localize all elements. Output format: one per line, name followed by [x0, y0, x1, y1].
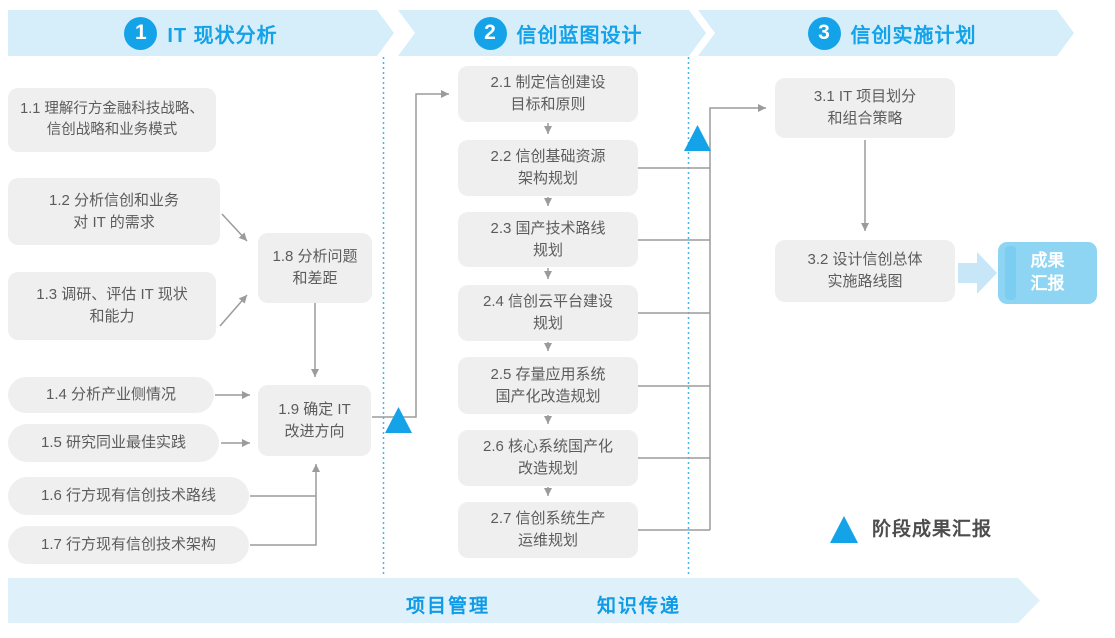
task-box-1-5: 1.5 研究同业最佳实践: [8, 424, 219, 462]
task-box-1-9: 1.9 确定 IT 改进方向: [258, 385, 371, 456]
task-box-1-4: 1.4 分析产业侧情况: [8, 377, 214, 413]
task-box-1-8: 1.8 分析问题 和差距: [258, 233, 372, 303]
arrow-collector-to-3-1: [709, 104, 766, 530]
arrow-1-2-to-1-8: [221, 213, 248, 242]
legend-label: 阶段成果汇报: [872, 519, 993, 540]
phase-number: 3: [818, 21, 830, 44]
milestone-triangle-icon: [830, 516, 858, 543]
legend: 阶段成果汇报: [830, 514, 992, 543]
phase-title-1: IT 现状分析: [167, 24, 278, 47]
task-box-2-2: 2.2 信创基础资源 架构规划: [458, 140, 638, 196]
bottom-label-project-management: 项目管理: [406, 596, 491, 617]
result-report-box: 成果 汇报: [998, 242, 1097, 304]
result-arrow-icon: [958, 252, 997, 294]
phase-band-1: 1 IT 现状分析: [8, 10, 394, 56]
task-box-1-6: 1.6 行方现有信创技术路线: [8, 477, 249, 515]
bottom-band: [8, 578, 1040, 623]
milestone-triangle-phase1: [385, 407, 412, 433]
task-box-3-2: 3.2 设计信创总体 实施路线图: [775, 240, 955, 302]
phase-title-2: 信创蓝图设计: [516, 24, 643, 47]
task-box-1-2: 1.2 分析信创和业务 对 IT 的需求: [8, 178, 220, 245]
result-report-label: 成果 汇报: [1030, 251, 1065, 293]
task-box-2-7: 2.7 信创系统生产 运维规划: [458, 502, 638, 558]
task-box-2-3: 2.3 国产技术路线 规划: [458, 212, 638, 267]
arrow-1-7-to-1-9: [250, 464, 320, 546]
task-box-2-4: 2.4 信创云平台建设 规划: [458, 285, 638, 341]
task-box-1-3: 1.3 调研、评估 IT 现状 和能力: [8, 272, 216, 340]
phase-number: 1: [134, 21, 147, 44]
task-box-1-7: 1.7 行方现有信创技术架构: [8, 526, 249, 564]
milestone-triangle-phase2: [684, 125, 711, 151]
phase-title-3: 信创实施计划: [850, 24, 977, 47]
result-box-accent-strip: [1005, 246, 1016, 300]
phase-band-2: 2 信创蓝图设计: [398, 10, 706, 56]
task-box-2-1: 2.1 制定信创建设 目标和原则: [458, 66, 638, 122]
task-box-1-1: 1.1 理解行方金融科技战略、 信创战略和业务模式: [8, 88, 216, 152]
phase-number: 2: [484, 21, 496, 44]
phase-band-3: 3 信创实施计划: [698, 10, 1074, 56]
task-box-3-1: 3.1 IT 项目划分 和组合策略: [775, 78, 955, 138]
phase-number-badge-1: 1: [124, 17, 157, 50]
bottom-label-knowledge-transfer: 知识传递: [597, 596, 682, 617]
phase-number-badge-2: 2: [474, 17, 507, 50]
task-box-2-5: 2.5 存量应用系统 国产化改造规划: [458, 357, 638, 414]
task-box-2-6: 2.6 核心系统国产化 改造规划: [458, 430, 638, 486]
arrow-1-3-to-1-8: [219, 294, 248, 327]
phase-number-badge-3: 3: [808, 17, 841, 50]
